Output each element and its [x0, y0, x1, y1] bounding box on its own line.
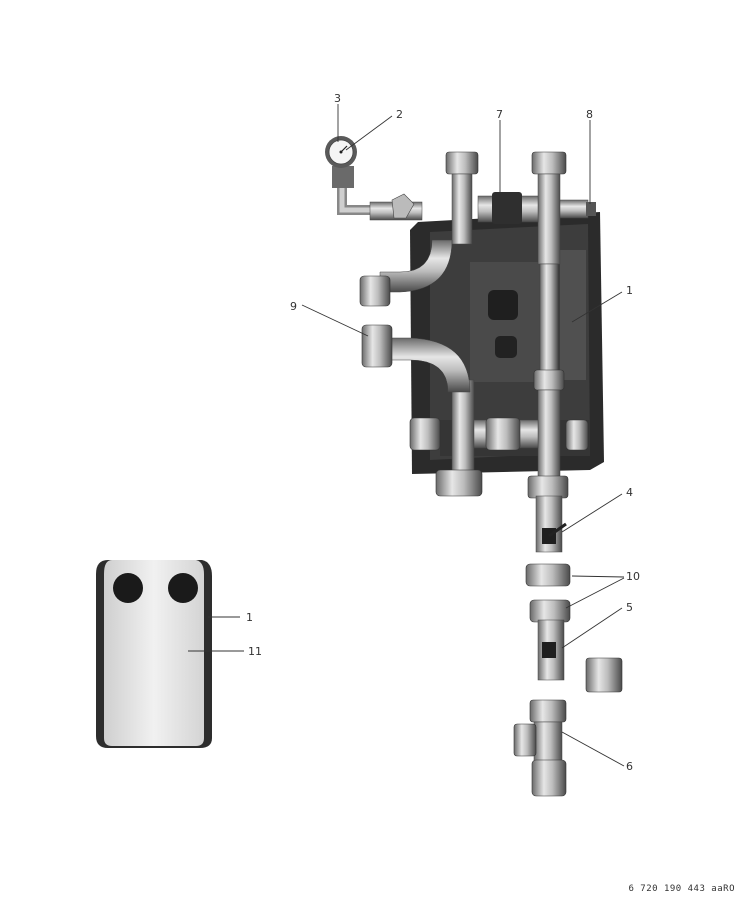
bottom-crossover [473, 417, 539, 451]
tee-piece-6 [513, 699, 567, 797]
callout-4: 4 [626, 486, 633, 499]
front-cover [96, 560, 212, 748]
ball-valve-5 [529, 599, 571, 681]
callout-3: 3 [334, 92, 341, 105]
callout-5: 5 [626, 601, 633, 614]
top-crossover [477, 192, 596, 224]
callout-11: 11 [248, 645, 262, 658]
left-pipe [359, 151, 483, 497]
union-nut-upper [525, 563, 571, 587]
callout-8: 8 [586, 108, 593, 121]
callout-6: 6 [626, 760, 633, 773]
callout-7: 7 [496, 108, 503, 121]
nipple [585, 657, 623, 693]
leader-lines [188, 104, 625, 767]
callout-10: 10 [626, 570, 640, 583]
callout-1-cover: 1 [246, 611, 253, 624]
callout-2: 2 [396, 108, 403, 121]
right-pipe [527, 151, 589, 499]
pressure-gauge-assembly [325, 136, 423, 221]
callout-9: 9 [290, 300, 297, 313]
callout-1: 1 [626, 284, 633, 297]
ball-valve-4 [535, 495, 567, 553]
figure-reference: 6 720 190 443 aaRO [628, 884, 735, 894]
